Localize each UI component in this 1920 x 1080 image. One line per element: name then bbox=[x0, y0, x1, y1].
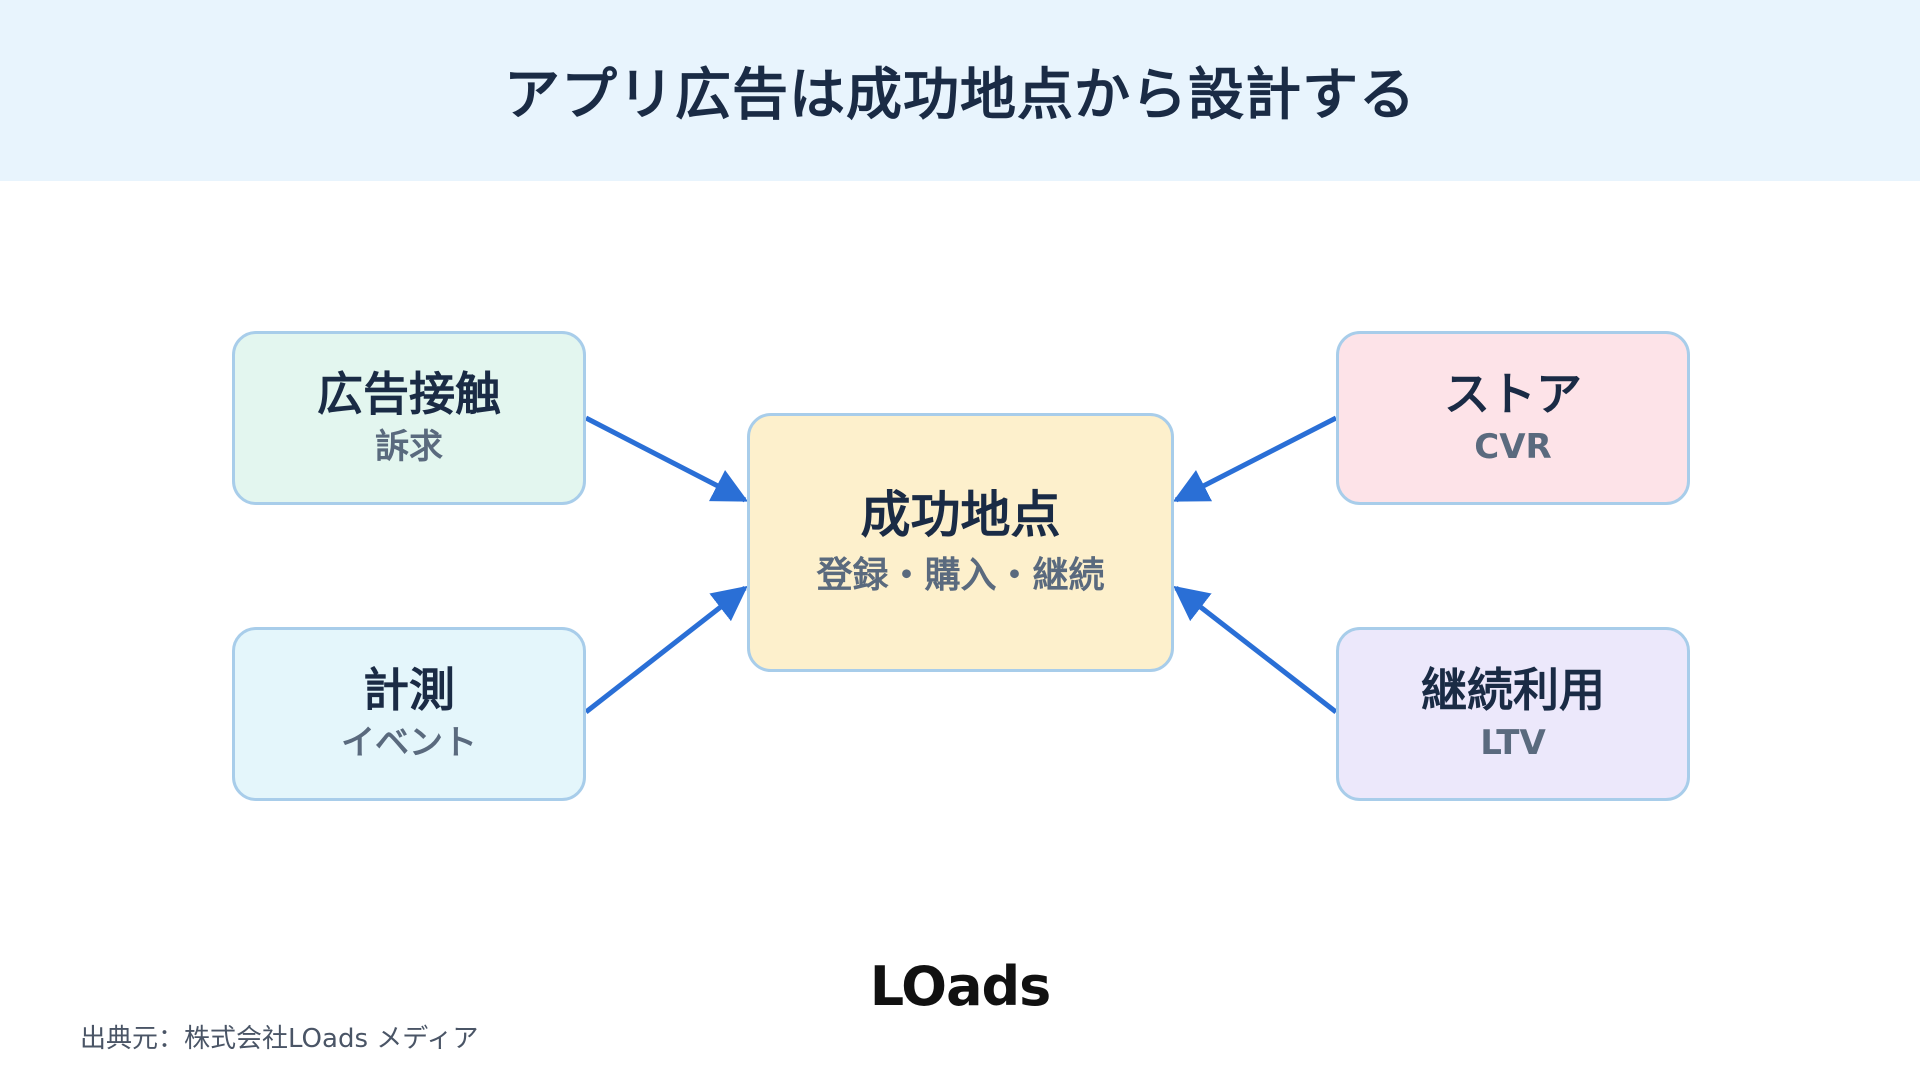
node-measurement-label: 計測 bbox=[363, 663, 455, 718]
node-success-point-label: 成功地点 bbox=[860, 486, 1061, 545]
arrow-retain-to-center bbox=[1173, 585, 1338, 714]
arrow-measure-to-center bbox=[584, 585, 748, 714]
node-store-label: ストア bbox=[1444, 367, 1582, 422]
node-retention: 継続利用 LTV bbox=[1336, 627, 1690, 801]
arrow-store-to-center bbox=[1172, 415, 1338, 503]
node-ad-contact-sub: 訴求 bbox=[375, 426, 443, 467]
header-banner: アプリ広告は成功地点から設計する bbox=[0, 0, 1920, 181]
node-store: ストア CVR bbox=[1336, 331, 1690, 505]
brand-logo: LOads bbox=[869, 955, 1052, 1018]
node-store-sub: CVR bbox=[1474, 426, 1552, 467]
node-measurement: 計測 イベント bbox=[232, 627, 586, 801]
arrow-ad-to-center bbox=[584, 415, 749, 503]
node-ad-contact: 広告接触 訴求 bbox=[232, 331, 586, 505]
node-ad-contact-label: 広告接触 bbox=[317, 367, 501, 422]
page-title: アプリ広告は成功地点から設計する bbox=[504, 63, 1416, 128]
node-retention-label: 継続利用 bbox=[1421, 663, 1605, 718]
source-caption: 出典元：株式会社LOads メディア bbox=[80, 1024, 479, 1054]
node-success-point-sub: 登録・購入・継続 bbox=[816, 555, 1105, 597]
node-retention-sub: LTV bbox=[1480, 722, 1546, 763]
node-measurement-sub: イベント bbox=[341, 722, 477, 763]
node-success-point: 成功地点 登録・購入・継続 bbox=[747, 413, 1174, 672]
